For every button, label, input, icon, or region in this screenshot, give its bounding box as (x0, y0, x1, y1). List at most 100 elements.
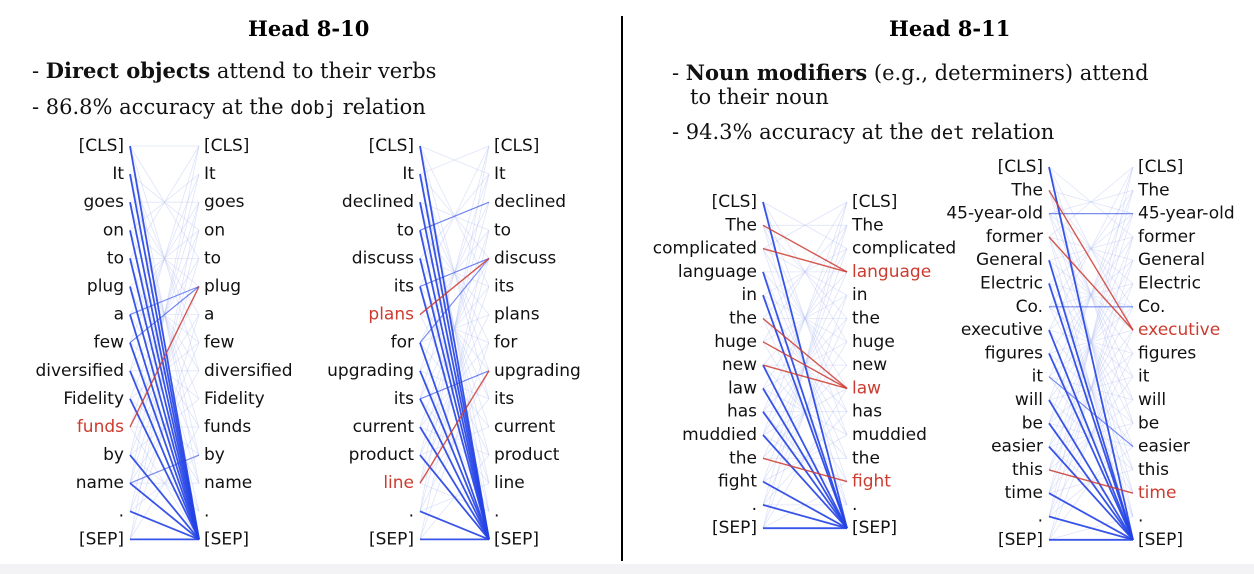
token-left: easier (991, 437, 1043, 457)
token-right: muddied (852, 425, 927, 445)
token-left: name (76, 473, 124, 493)
attention-line-strong (419, 510, 490, 541)
token-right: its (494, 389, 514, 409)
attention-line-strong (129, 454, 200, 484)
attention-line-faint (1048, 283, 1134, 308)
token-left: executive (961, 320, 1043, 340)
right-panel-title: Head 8-11 (889, 16, 1011, 41)
attention-line-faint (762, 201, 848, 249)
token-right: [CLS] (852, 192, 897, 212)
token-left: current (353, 417, 415, 437)
attention-line-strong (419, 258, 490, 344)
attention-line-highlight (762, 247, 848, 273)
token-left: be (1022, 413, 1043, 433)
token-right: [CLS] (204, 136, 249, 156)
attention-line-highlight (762, 457, 848, 483)
bottom-strip (0, 564, 1254, 574)
token-left: goes (83, 192, 124, 212)
token-right: [SEP] (1138, 530, 1183, 550)
attention-line-strong (419, 286, 490, 540)
token-right: [SEP] (852, 518, 897, 538)
token-left: product (349, 445, 415, 465)
token-right: plans (494, 305, 540, 325)
attention-line-faint (1048, 260, 1134, 424)
token-right: for (494, 333, 517, 353)
attention-line-faint (1048, 329, 1134, 354)
attention-line-faint (129, 145, 200, 371)
token-right: product (494, 445, 560, 465)
token-left: [CLS] (369, 136, 414, 156)
attention-line-faint (1048, 166, 1134, 331)
token-left: fight (718, 472, 757, 492)
attention-line-highlight (1048, 236, 1134, 331)
token-right: 45-year-old (1138, 204, 1235, 224)
attention-line-faint (1048, 213, 1134, 377)
right-bullet-noun-modifiers: - Noun modifiers (e.g., determiners) att… (672, 60, 1149, 85)
attention-line-faint (129, 173, 200, 231)
attention-line-strong (419, 201, 490, 231)
attention-line-strong (129, 370, 200, 540)
token-left: [CLS] (998, 157, 1043, 177)
attention-line-faint (419, 230, 490, 428)
token-left: 45-year-old (946, 204, 1043, 224)
attention-line-faint (762, 225, 848, 319)
attention-line-strong (419, 454, 490, 540)
attention-line-strong (129, 230, 200, 540)
token-right: law (852, 378, 881, 398)
token-left: plug (87, 277, 124, 297)
attention-line-strong (419, 202, 490, 540)
token-left: new (722, 355, 757, 375)
token-left: for (391, 333, 414, 353)
token-right: funds (204, 417, 251, 437)
attention-line-faint (419, 145, 490, 175)
token-right: current (494, 417, 556, 437)
token-left: the (729, 448, 757, 468)
token-left: [SEP] (998, 530, 1043, 550)
attention-line-faint (419, 174, 490, 484)
attention-line-faint (1048, 213, 1134, 471)
attention-line-faint (1048, 283, 1134, 308)
attention-line-faint (419, 286, 490, 372)
token-right: executive (1138, 320, 1220, 340)
token-left: will (1015, 390, 1043, 410)
attention-line-strong (129, 202, 200, 540)
token-right: goes (204, 192, 245, 212)
attention-line-faint (419, 314, 490, 344)
token-left: funds (77, 417, 124, 437)
token-left: line (383, 473, 414, 493)
attention-line-faint (1048, 283, 1134, 401)
token-right: plug (204, 277, 241, 297)
token-left: a (114, 305, 124, 325)
token-left: upgrading (327, 361, 414, 381)
attention-line-strong (762, 434, 848, 529)
right-bullet-noun-modifiers-cont: to their noun (690, 85, 829, 109)
token-right: declined (494, 192, 566, 212)
token-right: . (852, 495, 857, 515)
token-right: will (1138, 390, 1166, 410)
token-left: The (724, 215, 757, 235)
attention-line-faint (1048, 329, 1134, 447)
left-panel-title: Head 8-10 (248, 16, 370, 41)
attention-line-strong (129, 482, 200, 541)
attention-line-faint (1048, 329, 1134, 447)
attention-line-faint (762, 294, 848, 343)
token-right: [CLS] (494, 136, 539, 156)
attention-line-faint (1048, 189, 1134, 214)
token-left: muddied (682, 425, 757, 445)
attention-line-highlight (762, 364, 848, 390)
attention-line-faint (1048, 306, 1134, 471)
token-left: discuss (352, 248, 414, 268)
token-right: in (852, 285, 868, 305)
attention-line-faint (419, 314, 490, 344)
token-left: [SEP] (369, 529, 414, 549)
token-left: diversified (35, 361, 124, 381)
attention-line-highlight (129, 286, 200, 428)
attention-line-faint (419, 202, 490, 456)
attention-line-faint (762, 248, 848, 296)
attention-line-strong (1048, 329, 1134, 541)
attention-line-faint (1048, 236, 1134, 447)
attention-line-strong (419, 370, 490, 540)
token-left: on (103, 220, 124, 240)
token-right: to (204, 248, 221, 268)
token-left: [CLS] (712, 192, 757, 212)
